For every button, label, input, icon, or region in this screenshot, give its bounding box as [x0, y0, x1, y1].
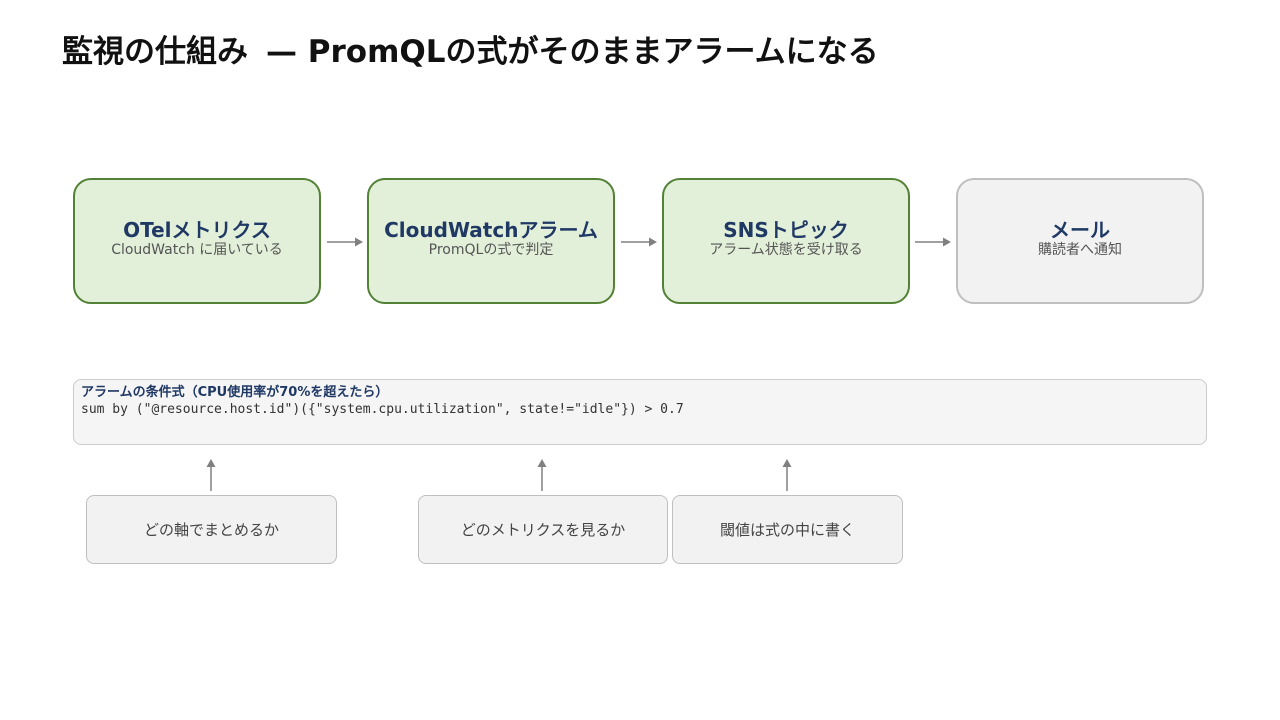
flow-node-email: メール 購読者へ通知 [956, 178, 1204, 304]
flow-node-title: CloudWatchアラーム [384, 218, 598, 242]
title-main: 監視の仕組み [62, 34, 248, 70]
callout-metric-selection: どのメトリクスを見るか [418, 495, 668, 564]
alarm-expression-box: アラームの条件式（CPU使用率が70%を超えたら） sum by ("@reso… [73, 379, 1207, 445]
flow-node-otel-metrics: OTelメトリクス CloudWatch に届いている [73, 178, 321, 304]
callout-aggregation-axis: どの軸でまとめるか [86, 495, 337, 564]
callout-text: どのメトリクスを見るか [460, 521, 626, 539]
title-sub: PromQLの式がそのままアラームになる [307, 34, 879, 70]
flow-arrow-right-icon [915, 237, 951, 247]
flow-arrow-right-icon [327, 237, 363, 247]
callout-arrow-up-icon [537, 459, 547, 491]
flow-arrow-right-icon [621, 237, 657, 247]
flow-node-cloudwatch-alarm: CloudWatchアラーム PromQLの式で判定 [367, 178, 615, 304]
callout-text: どの軸でまとめるか [143, 521, 279, 539]
callout-threshold: 閾値は式の中に書く [672, 495, 903, 564]
flow-node-subtitle: 購読者へ通知 [1038, 242, 1122, 258]
alarm-expression-code: sum by ("@resource.host.id")({"system.cp… [81, 402, 684, 417]
flow-node-sns-topic: SNSトピック アラーム状態を受け取る [662, 178, 910, 304]
flow-node-subtitle: PromQLの式で判定 [428, 242, 554, 258]
flow-node-subtitle: アラーム状態を受け取る [709, 242, 863, 258]
page-title: 監視の仕組み — PromQLの式がそのままアラームになる [62, 26, 879, 71]
title-dash: — [266, 34, 297, 70]
flow-node-title: SNSトピック [723, 218, 849, 242]
flow-node-subtitle: CloudWatch に届いている [111, 242, 283, 258]
alarm-expression-label: アラームの条件式（CPU使用率が70%を超えたら） [81, 385, 389, 400]
flow-node-title: メール [1050, 218, 1110, 242]
callout-arrow-up-icon [782, 459, 792, 491]
flow-node-title: OTelメトリクス [123, 218, 271, 242]
callout-text: 閾値は式の中に書く [719, 521, 855, 539]
callout-arrow-up-icon [206, 459, 216, 491]
